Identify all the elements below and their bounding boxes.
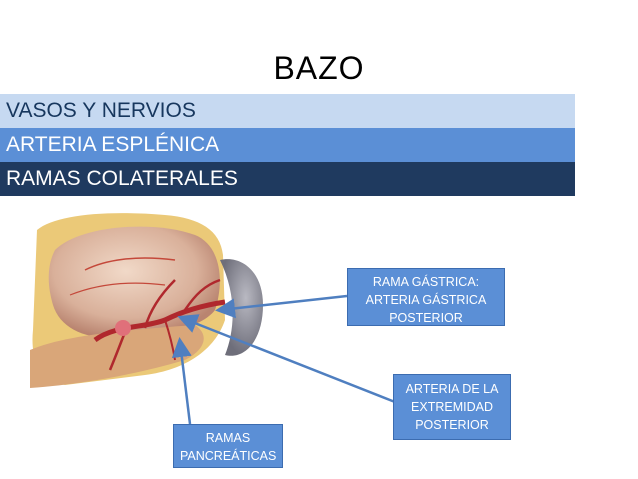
spleen-shape [220,259,263,356]
band-vasos-y-nervios: VASOS Y NERVIOS [0,94,575,128]
vessel-on-stomach-shape [69,282,166,296]
anatomy-illustration [30,213,263,388]
callout-line: POSTERIOR [389,311,463,325]
callout-rama-gastrica: RAMA GÁSTRICA: ARTERIA GÁSTRICA POSTERIO… [347,268,505,326]
vessel-on-stomach-shape [84,257,176,271]
band-arteria-esplenica: ARTERIA ESPLÉNICA [0,128,575,162]
callout-line: POSTERIOR [415,418,489,432]
callout-line: PANCREÁTICAS [180,449,277,463]
pancreas-shape [30,325,204,388]
page-title: BAZO [273,50,365,86]
band-ramas-colaterales: RAMAS COLATERALES [0,162,575,196]
callout-line: RAMA GÁSTRICA: [372,275,480,289]
artery-node-shape [115,320,131,336]
callout-arteria-extremidad: ARTERIA DE LA EXTREMIDAD POSTERIOR [393,374,511,440]
artery-branch-shape [183,278,221,311]
callout-ramas-pancreaticas: RAMAS PANCREÁTICAS [173,424,283,468]
artery-branch-shape [143,279,176,329]
callout-line: ARTERIA DE LA [405,382,499,396]
stomach-shape [48,226,220,339]
callout-line: RAMAS [205,431,251,445]
callout-line: ARTERIA GÁSTRICA [365,293,487,307]
callout-line: EXTREMIDAD [411,400,493,414]
